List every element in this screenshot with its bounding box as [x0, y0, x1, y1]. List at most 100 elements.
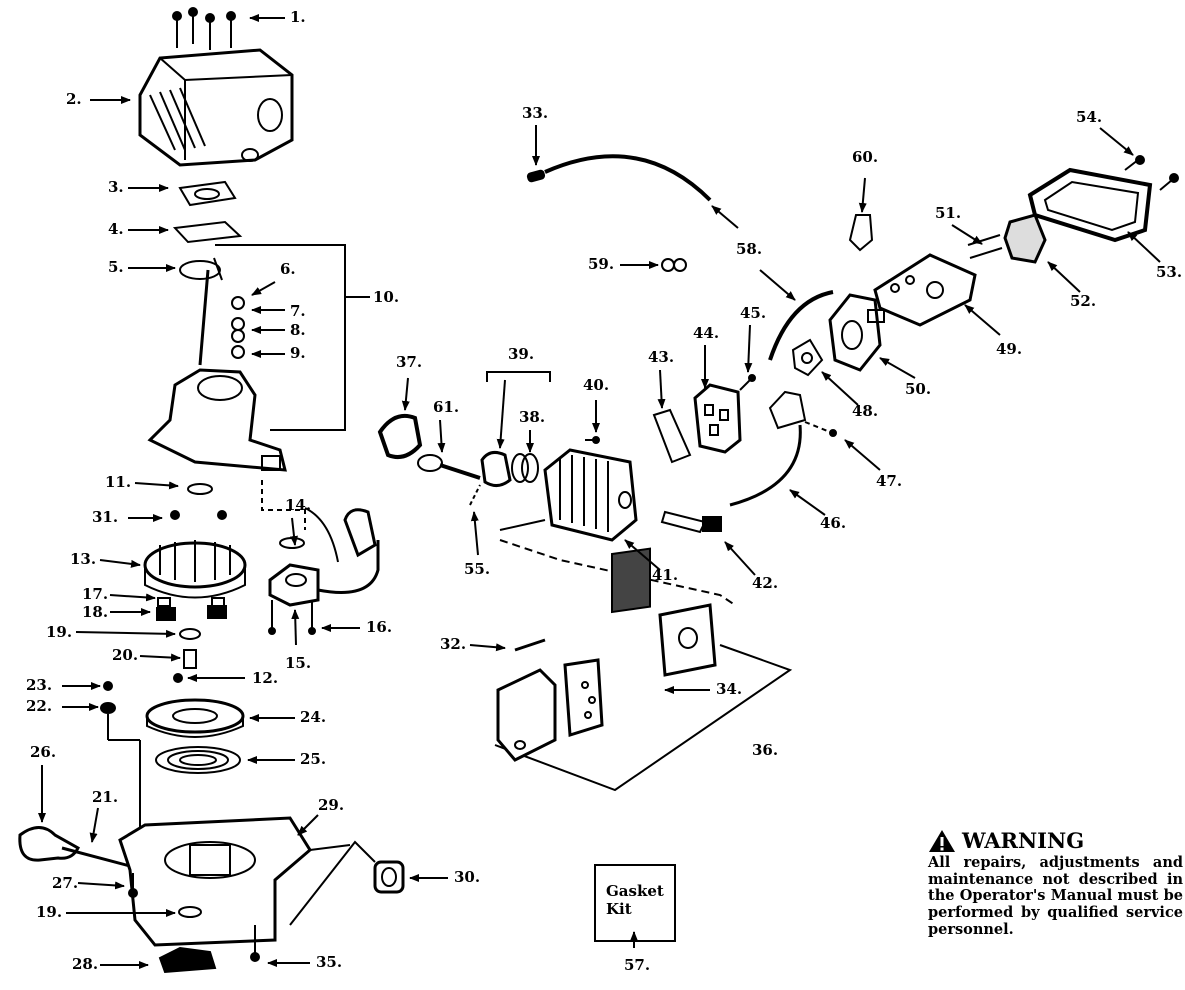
label-25: 25. [300, 750, 327, 768]
label-49: 49. [996, 340, 1023, 358]
label-61: 61. [433, 398, 460, 416]
label-1: 1. [290, 8, 306, 26]
label-48: 48. [852, 402, 879, 420]
air-filter-part-52 [1003, 213, 1047, 264]
label-18: 18. [82, 603, 109, 621]
label-37: 37. [396, 353, 423, 371]
label-54: 54. [1076, 108, 1103, 126]
label-57: 57. [624, 956, 651, 974]
label-27: 27. [52, 874, 79, 892]
label-39: 39. [508, 345, 535, 363]
gasket-kit-box: Gasket Kit [594, 864, 676, 942]
bracket-part-28 [158, 946, 217, 974]
label-6: 6. [280, 260, 296, 278]
label-34: 34. [716, 680, 743, 698]
spark-plug-part-42 [660, 510, 722, 534]
label-60: 60. [852, 148, 879, 166]
cylinder-part-41 [543, 448, 638, 542]
label-58: 58. [736, 240, 763, 258]
gasket-part-48 [791, 338, 824, 377]
impulse-line-part-46 [729, 424, 802, 507]
label-15: 15. [285, 654, 312, 672]
warning-text: All repairs, adjustments and maintenance… [928, 854, 1183, 938]
label-44: 44. [693, 324, 720, 342]
label-38: 38. [519, 408, 546, 426]
screws-part-1 [172, 7, 236, 50]
label-3: 3. [108, 178, 124, 196]
label-32: 32. [440, 635, 467, 653]
connecting-rod-part-61 [417, 454, 481, 480]
label-46: 46. [820, 514, 847, 532]
label-35: 35. [316, 953, 343, 971]
gasket-part-43 [652, 408, 692, 464]
label-13: 13. [70, 550, 97, 568]
piston-part-39 [480, 450, 512, 487]
intake-part-44 [693, 383, 742, 454]
label-5: 5. [108, 258, 124, 276]
label-55: 55. [464, 560, 491, 578]
air-box-part-36 [496, 658, 604, 762]
carburetor-part-50 [828, 293, 885, 372]
grommet-part-30 [289, 840, 405, 926]
label-20: 20. [112, 646, 139, 664]
warning-title-row: WARNING [928, 828, 1183, 853]
callout-arrows [38, 14, 1161, 969]
label-50: 50. [905, 380, 932, 398]
plate-part-49 [873, 253, 977, 327]
label-11: 11. [105, 473, 132, 491]
label-26: 26. [30, 743, 57, 761]
label-45: 45. [740, 304, 767, 322]
label-41: 41. [652, 566, 679, 584]
air-filter-cover-part-53 [1027, 167, 1153, 243]
label-29: 29. [318, 796, 345, 814]
label-19a: 19. [46, 623, 73, 641]
gasket-kit-line1: Gasket [606, 882, 664, 900]
label-2: 2. [66, 90, 82, 108]
label-16: 16. [366, 618, 393, 636]
shield-part-2 [138, 48, 294, 167]
label-51: 51. [935, 204, 962, 222]
label-52: 52. [1070, 292, 1097, 310]
label-4: 4. [108, 220, 124, 238]
label-8: 8. [290, 321, 306, 339]
label-42: 42. [752, 574, 779, 592]
label-7: 7. [290, 302, 306, 320]
label-59: 59. [588, 255, 615, 273]
gasket-part-4 [172, 220, 243, 244]
warning-block: WARNING All repairs, adjustments and mai… [928, 828, 1183, 938]
crankcase [147, 368, 287, 472]
primer-part-60 [848, 214, 874, 252]
starter-housing-part-29 [118, 816, 351, 947]
label-22: 22. [26, 697, 53, 715]
label-36: 36. [752, 741, 779, 759]
filter-holder [658, 603, 717, 677]
label-30: 30. [454, 868, 481, 886]
gasket-part-3 [178, 180, 237, 207]
pulley-part-24 [145, 698, 245, 738]
label-53: 53. [1156, 263, 1183, 281]
warning-title: WARNING [962, 828, 1085, 853]
fuel-line-part-58 [544, 154, 712, 202]
label-21: 21. [92, 788, 119, 806]
warning-triangle-icon [929, 829, 955, 852]
label-33: 33. [522, 104, 549, 122]
label-43: 43. [648, 348, 675, 366]
filter-element-part-34 [611, 547, 651, 614]
label-40: 40. [583, 376, 610, 394]
spring-part-25 [155, 746, 241, 774]
crankshaft-part-5 [179, 257, 223, 366]
label-10: 10. [373, 288, 400, 306]
label-31: 31. [92, 508, 119, 526]
label-17: 17. [82, 585, 109, 603]
label-23: 23. [26, 676, 53, 694]
gasket-part-37 [377, 413, 423, 459]
label-14: 14. [285, 496, 312, 514]
label-19b: 19. [36, 903, 63, 921]
label-9: 9. [290, 344, 306, 362]
flywheel-part-13 [143, 540, 247, 599]
ignition-coil-part-15 [268, 507, 380, 635]
label-24: 24. [300, 708, 327, 726]
label-28: 28. [72, 955, 99, 973]
label-47: 47. [876, 472, 903, 490]
